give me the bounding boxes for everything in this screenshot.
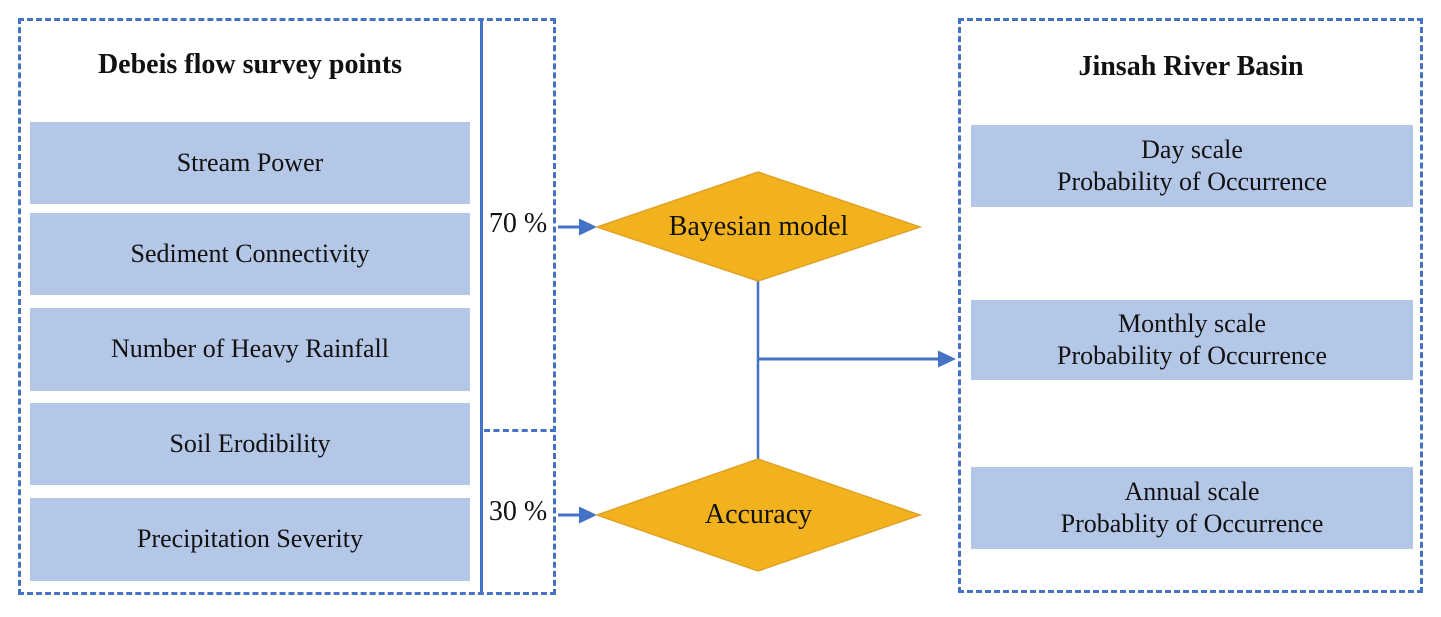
soil-erodibility-box: Soil Erodibility xyxy=(30,403,470,485)
bayesian-model-label: Bayesian model xyxy=(668,210,849,242)
precipitation-severity-box: Precipitation Severity xyxy=(30,498,470,581)
right-panel-title: Jinsah River Basin xyxy=(1078,51,1304,82)
heavy-rainfall-box: Number of Heavy Rainfall xyxy=(30,308,470,391)
monthly-scale-line2: Probability of Occurrence xyxy=(1056,341,1327,370)
arrowhead-70-percent xyxy=(579,218,597,236)
sediment-connectivity-label: Sediment Connectivity xyxy=(130,238,370,268)
stream-power-box: Stream Power xyxy=(30,122,470,204)
river-basin-panel xyxy=(958,18,1423,593)
arrowhead-to-monthly xyxy=(938,350,956,368)
annual-scale-box: Annual scale Probablity of Occurrence xyxy=(971,467,1413,549)
day-scale-line1: Day scale xyxy=(1141,134,1243,164)
bayesian-weight-label: 70 % xyxy=(488,208,548,239)
stream-power-label: Stream Power xyxy=(176,147,324,177)
accuracy-weight-label: 30 % xyxy=(488,496,548,527)
annual-scale-line1: Annual scale xyxy=(1124,476,1260,506)
accuracy-label: Accuracy xyxy=(704,499,813,530)
day-scale-box: Day scale Probability of Occurrence xyxy=(971,125,1413,207)
monthly-scale-box: Monthly scale Probability of Occurrence xyxy=(971,300,1413,380)
precipitation-severity-label: Precipitation Severity xyxy=(136,524,363,554)
soil-erodibility-label: Soil Erodibility xyxy=(169,428,331,458)
day-scale-line2: Probability of Occurrence xyxy=(1056,167,1327,196)
monthly-scale-line1: Monthly scale xyxy=(1117,308,1267,338)
weight-divider-line xyxy=(484,429,556,432)
left-panel-title: Debeis flow survey points xyxy=(97,49,403,80)
survey-points-panel xyxy=(18,18,556,595)
heavy-rainfall-label: Number of Heavy Rainfall xyxy=(111,334,389,364)
weight-bracket-line xyxy=(480,18,483,595)
annual-scale-line2: Probablity of Occurrence xyxy=(1060,509,1324,538)
arrowhead-30-percent xyxy=(579,506,597,524)
sediment-connectivity-box: Sediment Connectivity xyxy=(30,213,470,295)
